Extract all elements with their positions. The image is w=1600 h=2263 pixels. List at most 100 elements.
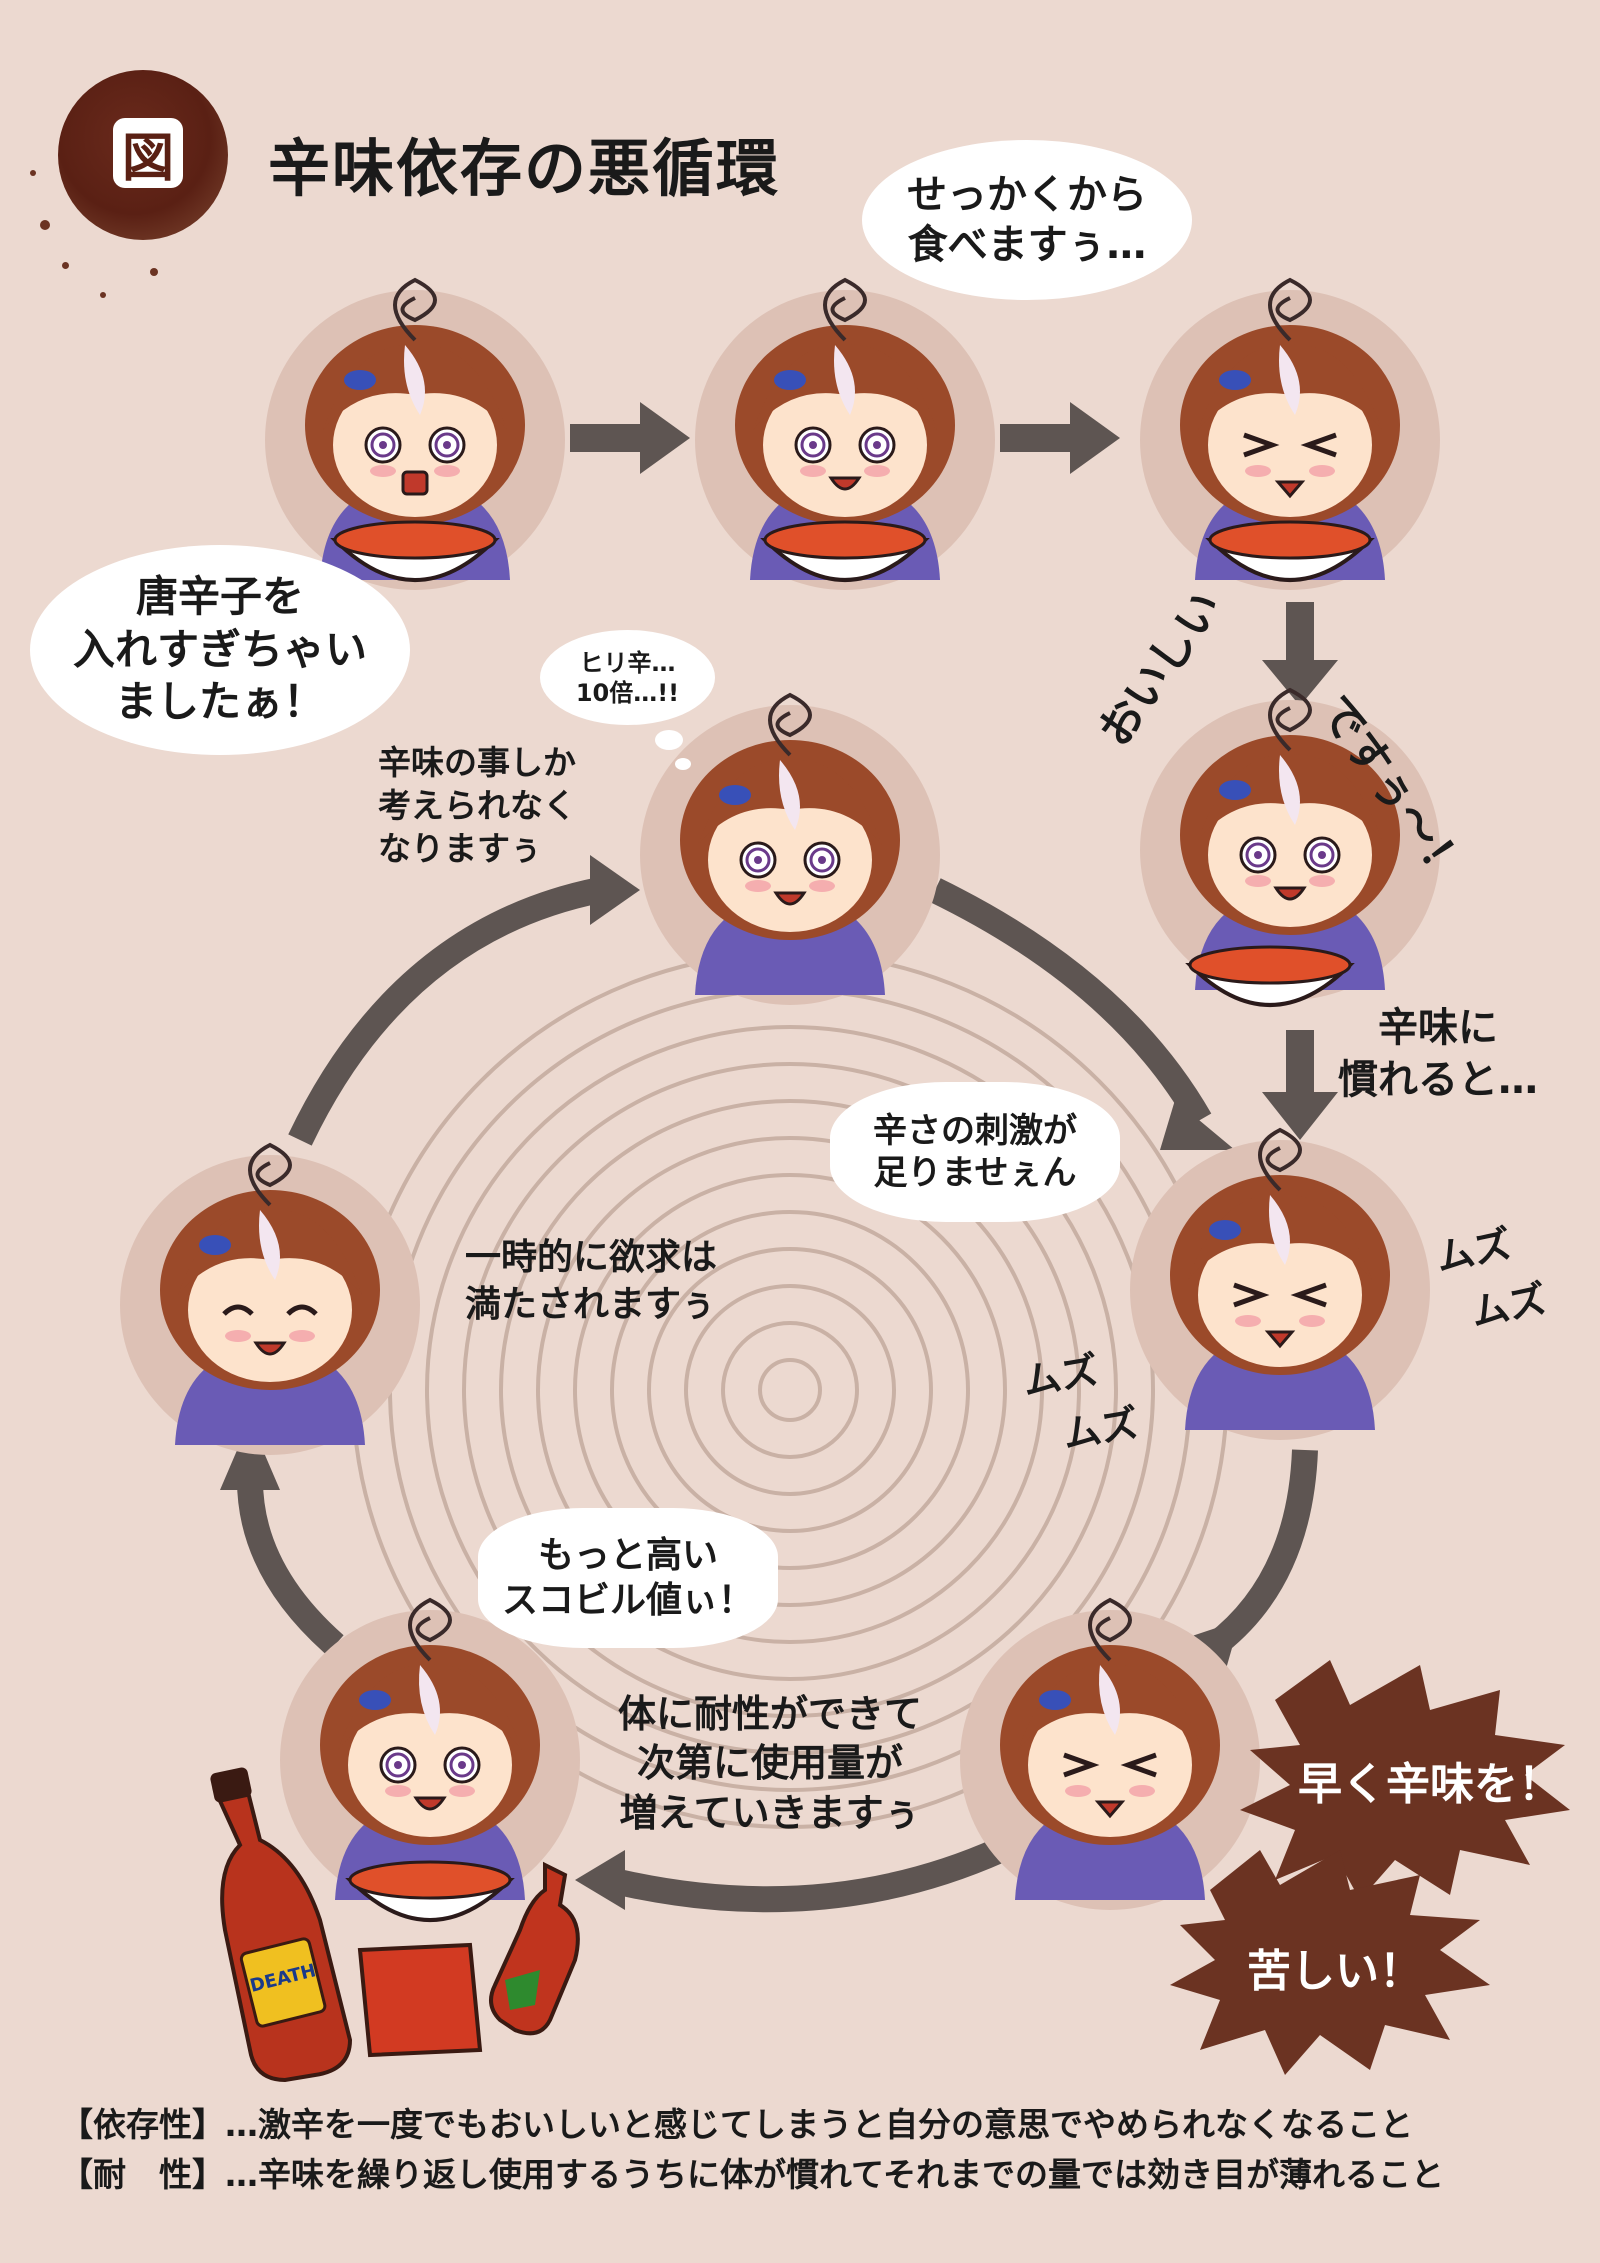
mouth: [1274, 480, 1306, 499]
bubble-line: 足りませぇん: [873, 1153, 1077, 1193]
arrow-1-shaft: [570, 424, 640, 452]
ahoge: [1088, 1597, 1132, 1662]
mouth: [413, 1796, 447, 1811]
ahoge: [393, 277, 437, 342]
bubble-line: スコビル値ぃ！: [501, 1580, 754, 1621]
arrowhead-right: [1160, 1100, 1235, 1150]
spray-dot: [40, 220, 50, 230]
blush: [370, 465, 396, 477]
blush: [434, 465, 460, 477]
eye-swirl-ring: [745, 847, 771, 873]
arrowhead-top: [590, 855, 640, 925]
arrow-3-shaft: [1286, 602, 1314, 660]
spicy-food: [763, 520, 927, 560]
cycle-arrow-left-to-top: [288, 877, 603, 1146]
spray-dot: [62, 262, 69, 269]
footnotes: 【依存性】…激辛を一度でもおいしいと感じてしまうと自分の意思でやめられなくなるこ…: [60, 2100, 1560, 2199]
face: [1198, 1223, 1362, 1367]
arrow-4-shaft: [1286, 1030, 1314, 1092]
hair-ribbon: [1219, 370, 1251, 390]
chili-packet: [357, 1942, 483, 2058]
hair-streak: [259, 1210, 280, 1280]
blush: [864, 465, 890, 477]
bubble-line: 入れすぎちゃい: [72, 624, 367, 674]
eye-squint: [1300, 432, 1337, 458]
eye-swirl-ring: [809, 847, 835, 873]
portrait-satisfied: [120, 1142, 420, 1455]
portrait-adding-chili: [265, 277, 565, 590]
spray-dot: [150, 268, 158, 276]
hair-ribbon: [199, 1235, 231, 1255]
blush: [449, 1785, 475, 1797]
eye-swirl-ring: [449, 1752, 475, 1778]
bubble-too-much-chili: 唐辛子を 入れすぎちゃい ましたぁ！: [30, 545, 410, 755]
eye-swirl-center: [873, 441, 881, 449]
mouth: [253, 1341, 287, 1356]
bubble-line: もっと高い: [537, 1535, 718, 1576]
hair-streak: [1279, 345, 1300, 415]
title-badge-label: 図: [113, 118, 183, 189]
bubble-eat-anyway: せっかくから 食べますぅ…: [862, 140, 1192, 300]
thought-bubble-10x: ヒリ辛… 10倍…!!: [540, 630, 715, 725]
footnote-tolerance: 【耐 性】…辛味を繰り返し使用するうちに体が慣れてそれまでの量では効き目が薄れる…: [60, 2154, 1445, 2194]
eye-closed: [222, 1304, 254, 1316]
caption-line: 一時的に欲求は: [465, 1237, 718, 1278]
hair-ribbon: [344, 370, 376, 390]
eye-swirl-ring: [434, 432, 460, 458]
ahoge: [1268, 687, 1312, 752]
eye-swirl-center: [458, 1761, 466, 1769]
mouth: [1094, 1800, 1126, 1819]
ring: [758, 1358, 822, 1422]
death-label-bg: [239, 1937, 327, 2028]
burst-pain-label: 苦しい！: [1247, 1946, 1423, 1997]
eye-squint: [1063, 1752, 1100, 1778]
thought-line: ヒリ辛…: [579, 648, 676, 677]
ring: [684, 1284, 896, 1496]
hot-sauce-bottles: [210, 1767, 580, 2083]
ahoge: [1268, 277, 1312, 342]
blush: [745, 880, 771, 892]
hair-ribbon: [774, 370, 806, 390]
eye-squint: [1120, 1752, 1157, 1778]
cycle-arrow-left-up: [237, 1479, 344, 1655]
page-title: 辛味依存の悪循環: [268, 132, 781, 205]
portrait-suffering: [960, 1597, 1260, 1910]
cycle-arrow-right-to-bottom: [1206, 1449, 1318, 1656]
hair-streak: [1279, 755, 1300, 825]
ahoge: [408, 1597, 452, 1662]
thought-dot: [655, 730, 683, 750]
caption-line: 辛味に: [1378, 1005, 1498, 1051]
eye-swirl-center: [379, 441, 387, 449]
blush: [800, 465, 826, 477]
ahoge: [1258, 1127, 1302, 1192]
hair-ribbon: [1039, 1690, 1071, 1710]
bubble-line: 唐辛子を: [135, 572, 304, 622]
mouth: [1264, 1330, 1296, 1349]
hair-streak: [404, 345, 425, 415]
bubble-not-enough: 辛さの刺激が 足りませぇん: [830, 1082, 1120, 1222]
blush: [809, 880, 835, 892]
eye-swirl-ring: [800, 432, 826, 458]
caption-line: 考えられなく: [378, 785, 576, 825]
eye-swirl-center: [1318, 851, 1326, 859]
face: [708, 788, 872, 932]
eye-swirl-ring: [370, 432, 396, 458]
blush: [1129, 1785, 1155, 1797]
blush: [1065, 1785, 1091, 1797]
ring: [610, 1210, 970, 1570]
arrow-2-head: [1070, 402, 1120, 474]
footnote-dependency: 【依存性】…激辛を一度でもおいしいと感じてしまうと自分の意思でやめられなくなるこ…: [60, 2105, 1413, 2144]
hair-streak: [779, 760, 800, 830]
spray-dot: [100, 292, 106, 298]
hair-ribbon: [1219, 780, 1251, 800]
bubble-line: せっかくから: [907, 172, 1147, 218]
face: [1208, 373, 1372, 517]
portrait-obsessed: [640, 692, 940, 1005]
face: [188, 1238, 352, 1382]
face: [348, 1693, 512, 1837]
blush: [1299, 1315, 1325, 1327]
arrowhead-left: [220, 1420, 280, 1490]
hair-streak: [834, 345, 855, 415]
arrow-3-head: [1262, 660, 1338, 706]
